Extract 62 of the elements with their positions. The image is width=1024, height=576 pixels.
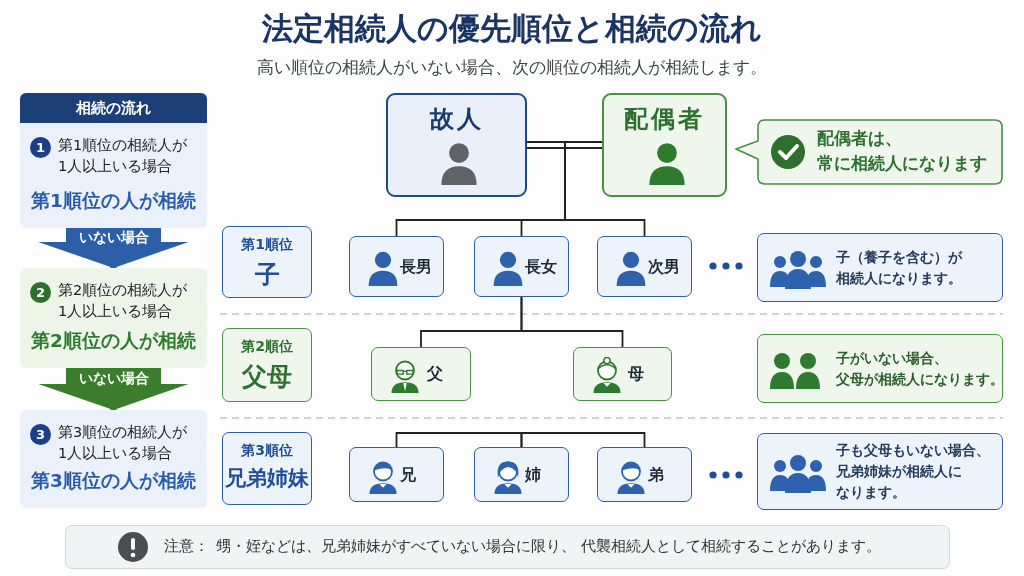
- rank-label: 第1順位: [240, 236, 294, 254]
- condition-text: 第3順位の相続人が1人以上いる場合: [58, 423, 188, 463]
- note-text: 子も父母もいない場合、兄弟姉妹が相続人になります。: [836, 441, 990, 502]
- rank-title: 父母: [241, 361, 293, 393]
- note-box: [757, 233, 1003, 302]
- edge-label: いない場合: [77, 228, 150, 247]
- person-box: [602, 93, 727, 197]
- connector-line: [520, 296, 624, 348]
- condition-text: 第1順位の相続人が1人以上いる場合: [58, 136, 188, 176]
- result-text: 第2順位の人が相続: [30, 329, 197, 353]
- step-number: 1: [30, 137, 51, 158]
- person-label: 父: [427, 364, 443, 385]
- person-box: [597, 236, 692, 297]
- warning-bar: [65, 525, 950, 569]
- connector-line: [520, 432, 646, 448]
- step-box: [20, 123, 207, 228]
- step-box: [20, 410, 207, 508]
- person-box: [597, 447, 692, 502]
- connector-line: [526, 141, 646, 237]
- rank-label: 第2順位: [240, 338, 294, 356]
- box-title: 配偶者: [623, 104, 706, 135]
- panel-header: 相続の流れ: [20, 93, 207, 123]
- person-box: [573, 347, 672, 401]
- callout-text: 配偶者は、常に相続人になります: [817, 127, 987, 175]
- connector-line: [395, 432, 523, 448]
- step-box: [20, 268, 207, 368]
- person-label: 長男: [400, 256, 432, 278]
- person-label: 次男: [648, 256, 680, 278]
- note-box: [757, 433, 1003, 510]
- person-box: [349, 236, 444, 297]
- note-text: 子がいない場合、父母が相続人になります。: [836, 349, 1004, 389]
- warning-text: 甥・姪などは、兄弟姉妹がすべていない場合に限り、 代襲相続人として相続することがあります。: [216, 537, 881, 556]
- step-number: 3: [30, 424, 51, 445]
- rank-title: 子: [253, 259, 281, 291]
- warning-label: 注意：: [164, 537, 209, 556]
- connector-line: [526, 141, 603, 149]
- edge-label: いない場合: [77, 369, 150, 388]
- condition-text: 第2順位の相続人が1人以上いる場合: [58, 281, 188, 321]
- person-box: [474, 236, 569, 297]
- rank-box: [222, 226, 312, 298]
- person-box: [386, 93, 527, 197]
- result-text: 第3順位の人が相続: [30, 469, 197, 493]
- note-text: 子（養子を含む）が相続人になります。: [836, 248, 962, 288]
- person-label: 弟: [648, 464, 664, 486]
- person-label: 兄: [400, 464, 416, 486]
- speech-bubble: [735, 119, 1003, 185]
- person-box: [349, 447, 444, 502]
- rank-label: 第3順位: [240, 442, 294, 460]
- rank-box: [222, 432, 312, 505]
- note-box: [757, 334, 1003, 403]
- result-text: 第1順位の人が相続: [30, 189, 197, 213]
- rank-title: 兄弟姉妹: [224, 465, 310, 492]
- person-box: [474, 447, 569, 502]
- title: 法定相続人の優先順位と相続の流れ: [261, 9, 763, 48]
- box-title: 故人: [428, 104, 485, 135]
- person-label: 姉: [525, 464, 541, 486]
- step-number: 2: [30, 282, 51, 303]
- rank-box: [222, 328, 312, 402]
- person-label: 長女: [525, 256, 557, 278]
- person-box: [371, 347, 471, 401]
- subtitle: 高い順位の相続人がいない場合、次の順位の相続人が相続します。: [256, 56, 768, 79]
- person-label: 母: [628, 364, 644, 385]
